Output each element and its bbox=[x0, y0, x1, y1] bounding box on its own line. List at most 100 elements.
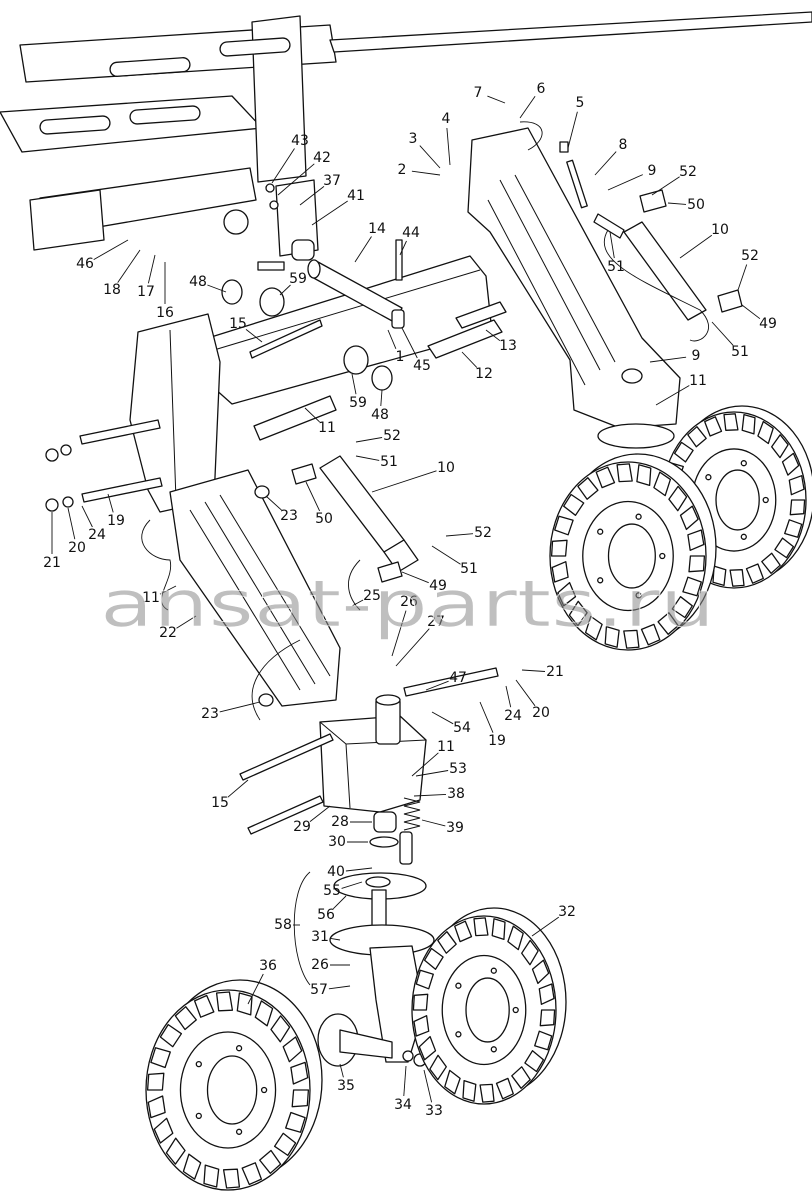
channel-11 bbox=[253, 395, 337, 441]
wheel-hub bbox=[465, 977, 510, 1043]
callout-leader bbox=[247, 973, 264, 1005]
spindle-top bbox=[375, 694, 401, 706]
callout-leader bbox=[176, 615, 197, 629]
wheel-hub bbox=[607, 523, 656, 589]
callout-leader bbox=[305, 481, 321, 512]
wheel-bolt bbox=[490, 1046, 497, 1053]
callout-leader bbox=[354, 236, 372, 263]
callout-number: 9 bbox=[648, 163, 657, 179]
callout-leader bbox=[351, 373, 357, 395]
tire-lug bbox=[757, 420, 774, 445]
spring-39 bbox=[403, 797, 421, 831]
callout-leader bbox=[304, 407, 320, 423]
tire-lug bbox=[761, 552, 781, 574]
cylinder-10-upper bbox=[623, 221, 707, 321]
lower-parallel-link bbox=[169, 469, 341, 707]
lower-link-bar bbox=[189, 509, 301, 691]
axle-stub bbox=[339, 1029, 393, 1059]
pin-40 bbox=[399, 831, 413, 865]
callout-number: 32 bbox=[558, 904, 576, 920]
collar-48 bbox=[371, 365, 393, 391]
callout-number: 26 bbox=[311, 957, 329, 973]
callout-number: 15 bbox=[229, 316, 247, 332]
callout-number: 14 bbox=[368, 221, 386, 237]
tire-lug bbox=[521, 939, 539, 966]
tire-lug bbox=[236, 992, 253, 1016]
bracket-49 bbox=[717, 289, 743, 313]
callout-number: 34 bbox=[394, 1097, 412, 1113]
callout-leader bbox=[679, 234, 713, 259]
tire-lug bbox=[418, 1035, 437, 1061]
callout-number: 10 bbox=[711, 222, 729, 238]
bushing-23 bbox=[258, 693, 274, 707]
callout-number: 48 bbox=[371, 407, 389, 423]
callout-leader bbox=[419, 145, 441, 169]
mount-sleeve bbox=[291, 239, 315, 261]
callout-leader bbox=[328, 985, 351, 990]
tire-lug bbox=[479, 1083, 495, 1103]
wheel-bolt bbox=[195, 1060, 202, 1068]
tire-lug bbox=[640, 623, 661, 646]
bushing-59 bbox=[343, 345, 369, 375]
callout-number: 28 bbox=[331, 814, 349, 830]
frame-bore bbox=[223, 209, 249, 235]
fork-arm bbox=[369, 945, 425, 1063]
tire-lug bbox=[712, 565, 727, 587]
callout-number: 11 bbox=[689, 373, 707, 389]
mount-pad bbox=[257, 261, 285, 271]
tire-lug bbox=[551, 561, 569, 583]
callout-leader bbox=[67, 507, 76, 540]
callout-number: 20 bbox=[532, 705, 550, 721]
callout-number: 22 bbox=[159, 625, 177, 641]
tire-lug bbox=[203, 1164, 220, 1188]
tire-lug bbox=[462, 1079, 477, 1102]
callout-number: 38 bbox=[447, 786, 465, 802]
tire-lug bbox=[150, 1047, 171, 1069]
tube-14-end bbox=[307, 259, 321, 279]
tire-lug bbox=[568, 600, 588, 627]
tire-lug bbox=[745, 563, 764, 584]
group-curve bbox=[141, 519, 172, 611]
callout-leader bbox=[519, 96, 536, 119]
tire-lower-front bbox=[145, 979, 323, 1191]
group-curve bbox=[348, 559, 361, 611]
callout-leader bbox=[737, 264, 748, 291]
collar-48 bbox=[221, 279, 243, 305]
callout-leader bbox=[487, 95, 506, 104]
callout-number: 53 bbox=[449, 761, 467, 777]
tire-lug bbox=[563, 493, 585, 516]
pin-15-lower bbox=[239, 733, 334, 781]
callout-number: 48 bbox=[189, 274, 207, 290]
bracket-block-edge bbox=[345, 743, 351, 809]
main-beam-edge bbox=[213, 269, 481, 351]
group-curve bbox=[293, 871, 311, 986]
callout-number: 25 bbox=[363, 588, 381, 604]
tire-lug bbox=[147, 1095, 166, 1119]
callout-leader bbox=[655, 385, 690, 406]
callout-number: 51 bbox=[380, 454, 398, 470]
bracket-block-29 bbox=[319, 715, 427, 813]
tire-lug bbox=[538, 983, 555, 1005]
tire-lug bbox=[723, 413, 739, 431]
tire-lug bbox=[679, 505, 699, 531]
callout-leader bbox=[332, 895, 347, 910]
callout-number: 51 bbox=[607, 259, 625, 275]
callout-leader bbox=[446, 127, 451, 166]
callout-number: 46 bbox=[76, 256, 94, 272]
callout-leader bbox=[81, 505, 93, 528]
frame-slot bbox=[129, 105, 201, 125]
tire-lug bbox=[454, 920, 473, 943]
tire-lug bbox=[729, 569, 745, 587]
tire-lug bbox=[222, 1168, 241, 1189]
callout-leader bbox=[309, 805, 331, 822]
pin-19 bbox=[81, 477, 163, 503]
wheel-bolt bbox=[455, 1031, 462, 1038]
sleeve-28 bbox=[373, 811, 397, 833]
wheel-hub bbox=[206, 1055, 258, 1125]
callout-number: 21 bbox=[546, 664, 564, 680]
mount-bolt bbox=[265, 183, 275, 193]
group-curve bbox=[519, 121, 543, 151]
pin-45 bbox=[391, 309, 405, 329]
